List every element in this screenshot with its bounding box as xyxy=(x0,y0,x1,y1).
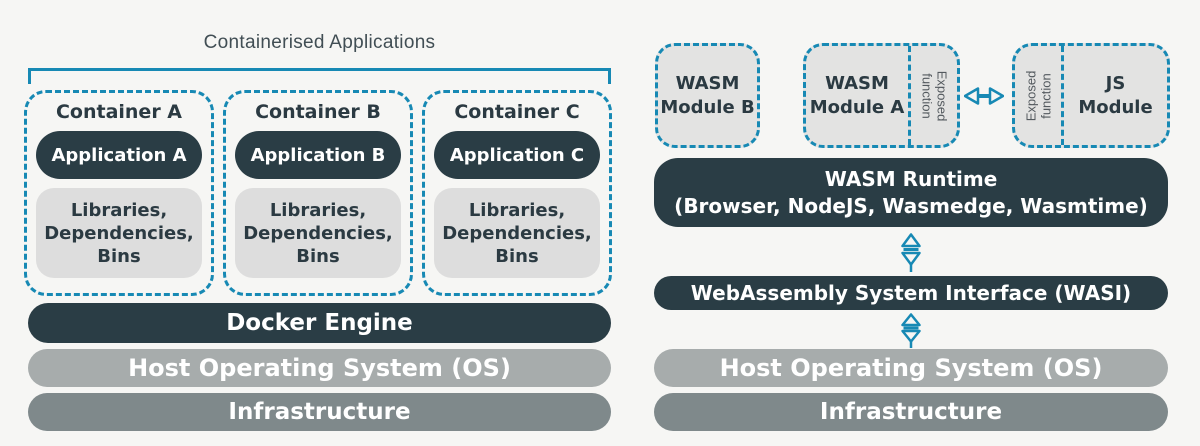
container-a-title: Container A xyxy=(55,101,183,123)
infrastructure-bar-left: Infrastructure xyxy=(28,393,611,431)
container-b-title: Container B xyxy=(255,101,381,123)
js-module-exposed-section: Exposed function xyxy=(1015,46,1064,145)
container-c-title: Container C xyxy=(454,101,580,123)
wasm-module-a-exposed-section: Exposed function xyxy=(908,46,957,145)
wasm-runtime-line2: (Browser, NodeJS, Wasmedge, Wasmtime) xyxy=(674,193,1148,218)
container-c-libraries-box: Libraries, Dependencies, Bins xyxy=(434,188,600,278)
host-os-bar-left: Host Operating System (OS) xyxy=(28,349,611,387)
wasm-module-a-box: WASM Module A Exposed function xyxy=(803,43,960,148)
docker-engine-bar: Docker Engine xyxy=(28,303,611,343)
host-os-bar-right: Host Operating System (OS) xyxy=(654,349,1168,387)
container-a-libraries-box: Libraries, Dependencies, Bins xyxy=(36,188,202,278)
js-module-box: Exposed function JS Module xyxy=(1012,43,1170,148)
js-module-label: JS Module xyxy=(1078,72,1153,118)
wasm-runtime-bar: WASM Runtime (Browser, NodeJS, Wasmedge,… xyxy=(654,158,1168,227)
application-a-pill: Application A xyxy=(36,131,202,179)
infrastructure-bar-right: Infrastructure xyxy=(654,393,1168,431)
wasm-module-b-box: WASM Module B xyxy=(655,43,760,148)
modules-exchange-arrow-icon xyxy=(964,86,1004,106)
runtime-wasi-arrow-icon xyxy=(899,233,923,273)
containerised-applications-title: Containerised Applications xyxy=(203,32,436,53)
exposed-function-label: Exposed function xyxy=(919,70,949,121)
wasi-hostos-arrow-icon xyxy=(899,313,923,349)
container-b-libraries-box: Libraries, Dependencies, Bins xyxy=(235,188,401,278)
wasm-module-b-label: WASM Module B xyxy=(660,72,755,118)
application-b-pill: Application B xyxy=(235,131,401,179)
container-c-box: Container C Application C Libraries, Dep… xyxy=(422,90,612,296)
container-a-box: Container A Application A Libraries, Dep… xyxy=(24,90,214,296)
exposed-function-label: Exposed function xyxy=(1023,70,1053,121)
container-b-box: Container B Application B Libraries, Dep… xyxy=(223,90,413,296)
containers-bracket xyxy=(28,68,611,84)
wasi-bar: WebAssembly System Interface (WASI) xyxy=(654,276,1168,310)
wasm-runtime-line1: WASM Runtime xyxy=(824,166,998,191)
application-c-pill: Application C xyxy=(434,131,600,179)
wasm-module-a-label: WASM Module A xyxy=(809,72,905,118)
